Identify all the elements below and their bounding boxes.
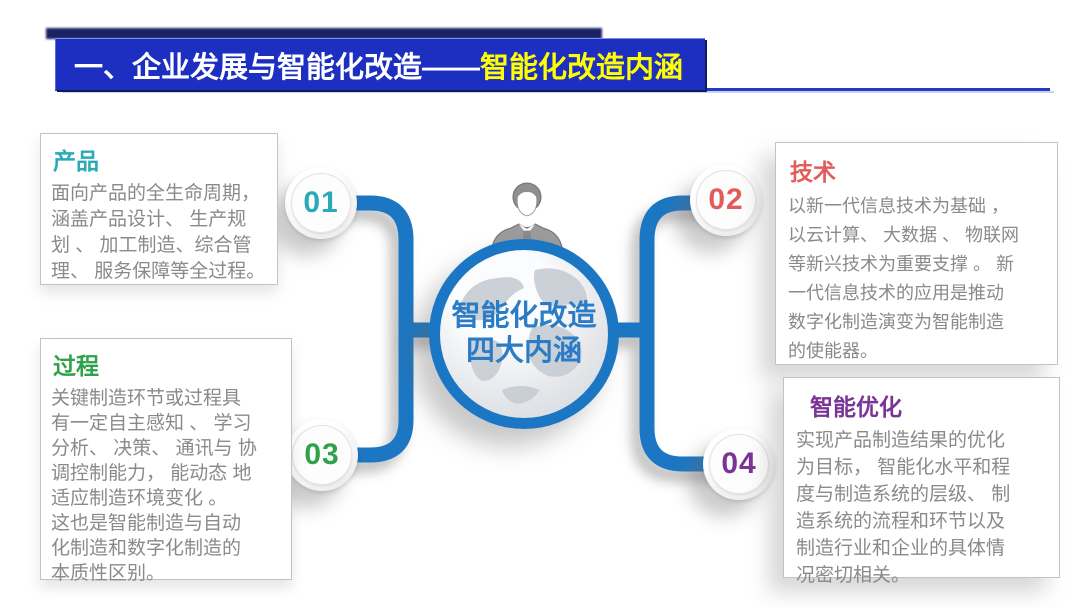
hub-title: 智能化改造 四大内涵 [440, 299, 608, 369]
step-number-04: 04 [721, 447, 757, 480]
card-technology-body: 以新一代信息技术为基础 ， 以云计算、 大数据 、 物联网等新兴技术为重要支撑 。… [788, 192, 1045, 366]
header-bar-shadow [46, 28, 602, 39]
card-product: 产品 面向产品的全生命周期， 涵盖产品设计、 生产规划 、 加工制造、综合管理、 … [40, 133, 278, 285]
card-process-body: 关键制造环节或过程具有一定自主感知 、 学习分析、 决策、 通讯与 协调控制能力… [51, 386, 281, 586]
body-text-line: 以云计算、 大数据 、 物联网 [788, 225, 1020, 245]
slide-title-bar: 一、企业发展与智能化改造——智能化改造内涵 [55, 38, 705, 90]
card-product-body: 面向产品的全生命周期， 涵盖产品设计、 生产规划 、 加工制造、综合管理、 服务保… [51, 181, 267, 285]
body-text-line: 划 、 加工制造、综合管 [51, 235, 252, 256]
body-text-line: 为目标， 智能化水平和程 [796, 457, 1011, 478]
step-circle-02: 02 [690, 164, 762, 236]
body-text-line: 面向产品的全生命周期， [51, 183, 261, 204]
hub-title-line1: 智能化改造 [451, 300, 597, 332]
card-process-title: 过程 [53, 353, 99, 379]
center-hub-globe: 智能化改造 四大内涵 [429, 239, 619, 429]
body-text-line: 况密切相关。 [796, 565, 911, 586]
card-intelligent-optimization-title: 智能优化 [810, 394, 902, 420]
step-circle-01: 01 [285, 167, 357, 239]
body-text-line: 化制造和数字化制造的 [51, 538, 242, 559]
card-intelligent-optimization: 智能优化 实现产品制造结果的优化为目标， 智能化水平和程度与制造系统的层级、 制… [783, 377, 1060, 586]
world-map-graphic [440, 250, 608, 418]
header-underline-shadow [62, 91, 1054, 93]
step-circle-04: 04 [703, 428, 775, 500]
body-text-line: 等新兴技术为重要支撑 。 新 [788, 254, 1015, 274]
step-number-02: 02 [708, 183, 744, 216]
card-product-title: 产品 [53, 148, 99, 174]
body-text-line: 制造行业和企业的具体情 [796, 538, 1006, 559]
step-number-01: 01 [303, 186, 339, 219]
slide-title-main: 一、企业发展与智能化改造—— [74, 51, 481, 84]
card-process: 过程 关键制造环节或过程具有一定自主感知 、 学习分析、 决策、 通讯与 协调控… [40, 338, 292, 584]
body-text-line: 造系统的流程和环节以及 [796, 511, 1006, 532]
left-bracket-connector [321, 195, 414, 463]
body-text-line: 度与制造系统的层级、 制 [796, 484, 1011, 505]
body-text-line: 有一定自主感知 、 学习 [51, 413, 252, 434]
body-text-line: 这也是智能制造与自动 [51, 513, 242, 534]
body-text-line: 本质性区别。 [51, 563, 166, 584]
body-text-line: 涵盖产品设计、 生产规 [51, 209, 247, 230]
slide-title-highlight: 智能化改造内涵 [480, 51, 684, 84]
step-number-03: 03 [304, 438, 340, 471]
body-text-line: 实现产品制造结果的优化 [796, 430, 1006, 451]
body-text-line: 适应制造环境变化 。 [51, 488, 228, 509]
card-technology-title: 技术 [790, 159, 836, 185]
hub-title-line2: 四大内涵 [465, 335, 582, 367]
body-text-line: 关键制造环节或过程具 [51, 388, 242, 409]
step-circle-03: 03 [286, 419, 358, 491]
body-text-line: 一代信息技术的应用是推动 [788, 283, 1004, 303]
card-technology: 技术 以新一代信息技术为基础 ， 以云计算、 大数据 、 物联网等新兴技术为重要支… [775, 142, 1058, 365]
body-text-line: 理、 服务保障等全过程。 [51, 261, 266, 282]
body-text-line: 调控制能力， 能动态 地 [51, 463, 252, 484]
right-bracket-connector [639, 195, 739, 472]
body-text-line: 以新一代信息技术为基础 ， [788, 196, 1009, 216]
body-text-line: 的使能器。 [788, 341, 878, 361]
body-text-line: 数字化制造演变为智能制造 [788, 312, 1004, 332]
body-text-line: 分析、 决策、 通讯与 协 [51, 438, 257, 459]
card-intelligent-optimization-body: 实现产品制造结果的优化为目标， 智能化水平和程度与制造系统的层级、 制造系统的流… [796, 427, 1047, 589]
